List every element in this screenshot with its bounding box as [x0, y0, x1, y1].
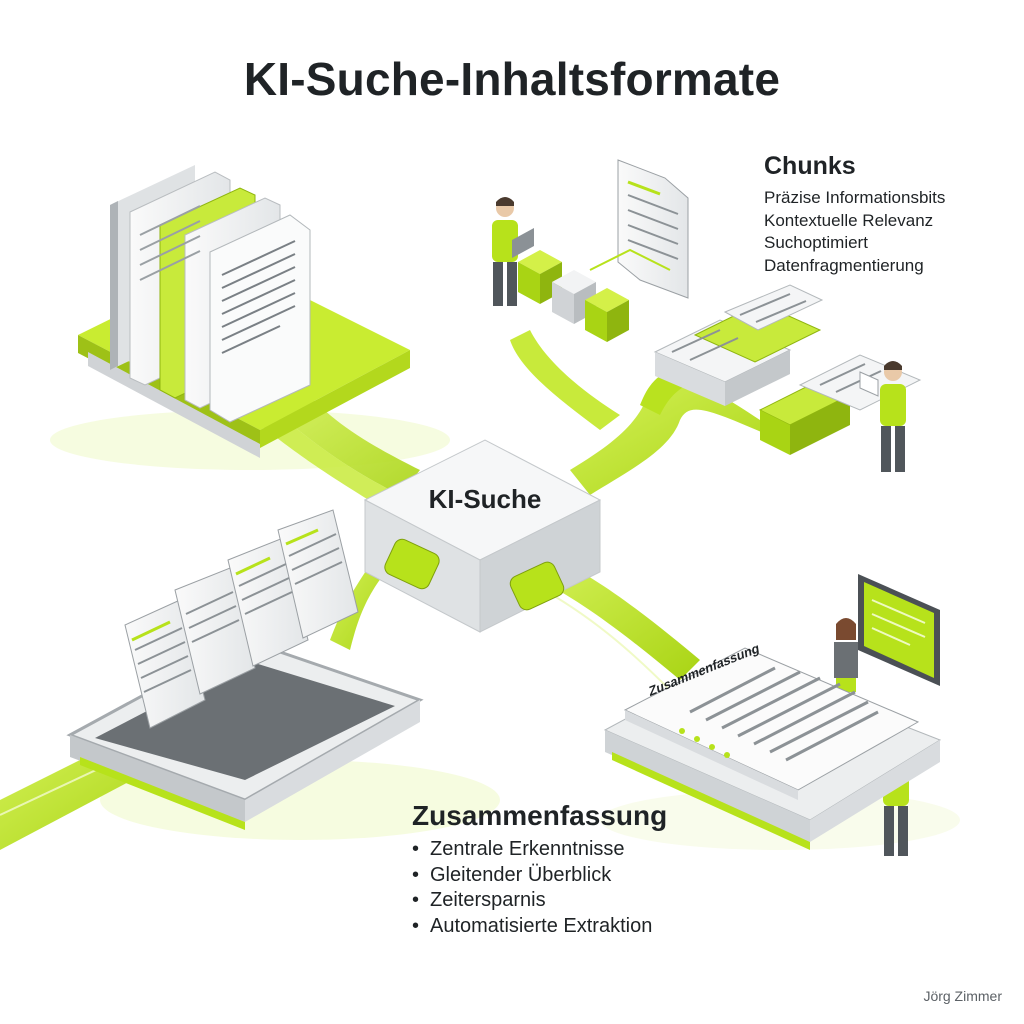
chunks-heading: Chunks [764, 152, 856, 180]
bullet: • [412, 863, 420, 886]
page-title: KI-Suche-Inhaltsformate [243, 53, 781, 105]
chunks-item: Kontextuelle Relevanz [764, 210, 934, 230]
person-presenter [834, 618, 858, 692]
chunks-illustration [518, 159, 922, 455]
document-repository [78, 165, 410, 458]
bullet: • [412, 889, 420, 911]
summary-section: Zusammenfassung • Zentrale Erkenntnisse •… [412, 800, 742, 939]
ki-suche-hub [363, 439, 602, 633]
summary-illustration [603, 574, 942, 850]
chunks-item: Präzise Informationsbits [764, 188, 946, 207]
chunks-item: Suchoptimiert [764, 233, 868, 252]
summary-item-text: Zentrale Erkenntnisse [430, 838, 625, 860]
summary-item-text: Gleitender Überblick [430, 863, 612, 886]
stream-to-chunks [570, 375, 780, 495]
bullet: • [412, 838, 420, 860]
hub-label: KI-Suche [428, 484, 542, 514]
person-laptop [492, 197, 534, 306]
summary-item: • Zentrale Erkenntnisse [412, 837, 742, 863]
document-tray [66, 509, 424, 830]
chunks-section: Chunks Präzise Informationsbits Kontextu… [764, 152, 1014, 277]
bullet: • [412, 914, 420, 937]
summary-item-text: Zeitersparnis [430, 889, 546, 911]
summary-heading: Zusammenfassung [412, 800, 668, 831]
author-credit: Jörg Zimmer [923, 988, 1002, 1004]
summary-item-text: Automatisierte Extraktion [430, 914, 653, 937]
person-reading-chunks [859, 361, 906, 472]
summary-item: • Gleitender Überblick [412, 863, 742, 889]
summary-item: • Zeitersparnis [412, 888, 742, 914]
summary-item: • Automatisierte Extraktion [412, 914, 742, 940]
chunks-item: Datenfragmentierung [764, 255, 924, 275]
